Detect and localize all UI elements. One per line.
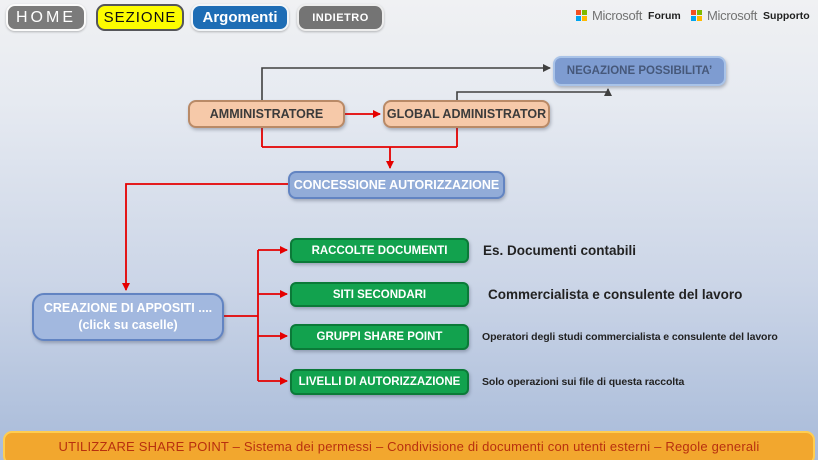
negazione-possibilita-box: NEGAZIONE POSSIBILITA’ <box>553 56 726 86</box>
forum-label: Forum <box>648 9 681 22</box>
microsoft-supporto-link[interactable]: Microsoft Supporto <box>691 8 810 23</box>
sezione-button[interactable]: SEZIONE <box>96 4 184 31</box>
gruppi-share-point-note: Operatori degli studi commercialista e c… <box>482 331 778 343</box>
siti-secondari-button[interactable]: SITI SECONDARI <box>290 282 469 307</box>
ms-square-green <box>697 10 702 15</box>
gruppi-share-point-button[interactable]: GRUPPI SHARE POINT <box>290 324 469 350</box>
microsoft-wordmark: Microsoft <box>707 8 758 23</box>
concessione-autorizzazione-box: CONCESSIONE AUTORIZZAZIONE <box>288 171 505 199</box>
microsoft-wordmark: Microsoft <box>592 8 643 23</box>
creazione-line1: CREAZIONE DI APPOSITI .... <box>43 301 213 315</box>
footer-banner-text: UTILIZZARE SHARE POINT – Sistema dei per… <box>58 439 760 454</box>
argomenti-button[interactable]: Argomenti <box>191 4 289 31</box>
amministratore-box: AMMINISTRATORE <box>188 100 345 128</box>
microsoft-logo-icon <box>691 10 702 21</box>
livelli-autorizzazione-note: Solo operazioni sui file di questa racco… <box>482 376 685 388</box>
ms-square-yellow <box>697 16 702 21</box>
ms-square-green <box>582 10 587 15</box>
ms-square-red <box>691 10 696 15</box>
home-button[interactable]: HOME <box>6 4 86 31</box>
microsoft-logo-icon <box>576 10 587 21</box>
footer-banner: UTILIZZARE SHARE POINT – Sistema dei per… <box>3 431 815 460</box>
ms-square-red <box>576 10 581 15</box>
siti-secondari-note: Commercialista e consulente del lavoro <box>488 287 743 302</box>
supporto-label: Supporto <box>763 9 810 22</box>
indietro-button[interactable]: INDIETRO <box>297 4 384 31</box>
microsoft-forum-link[interactable]: Microsoft Forum <box>576 8 681 23</box>
creazione-line2: (click su caselle) <box>78 318 178 332</box>
ms-square-yellow <box>582 16 587 21</box>
ms-square-blue <box>576 16 581 21</box>
raccolte-documenti-note: Es. Documenti contabili <box>483 243 637 258</box>
creazione-appositi-box: CREAZIONE DI APPOSITI .... (click su cas… <box>32 293 224 341</box>
livelli-autorizzazione-button[interactable]: LIVELLI DI AUTORIZZAZIONE <box>290 369 469 395</box>
global-administrator-box: GLOBAL ADMINISTRATOR <box>383 100 550 128</box>
ms-square-blue <box>691 16 696 21</box>
raccolte-documenti-button[interactable]: RACCOLTE DOCUMENTI <box>290 238 469 263</box>
